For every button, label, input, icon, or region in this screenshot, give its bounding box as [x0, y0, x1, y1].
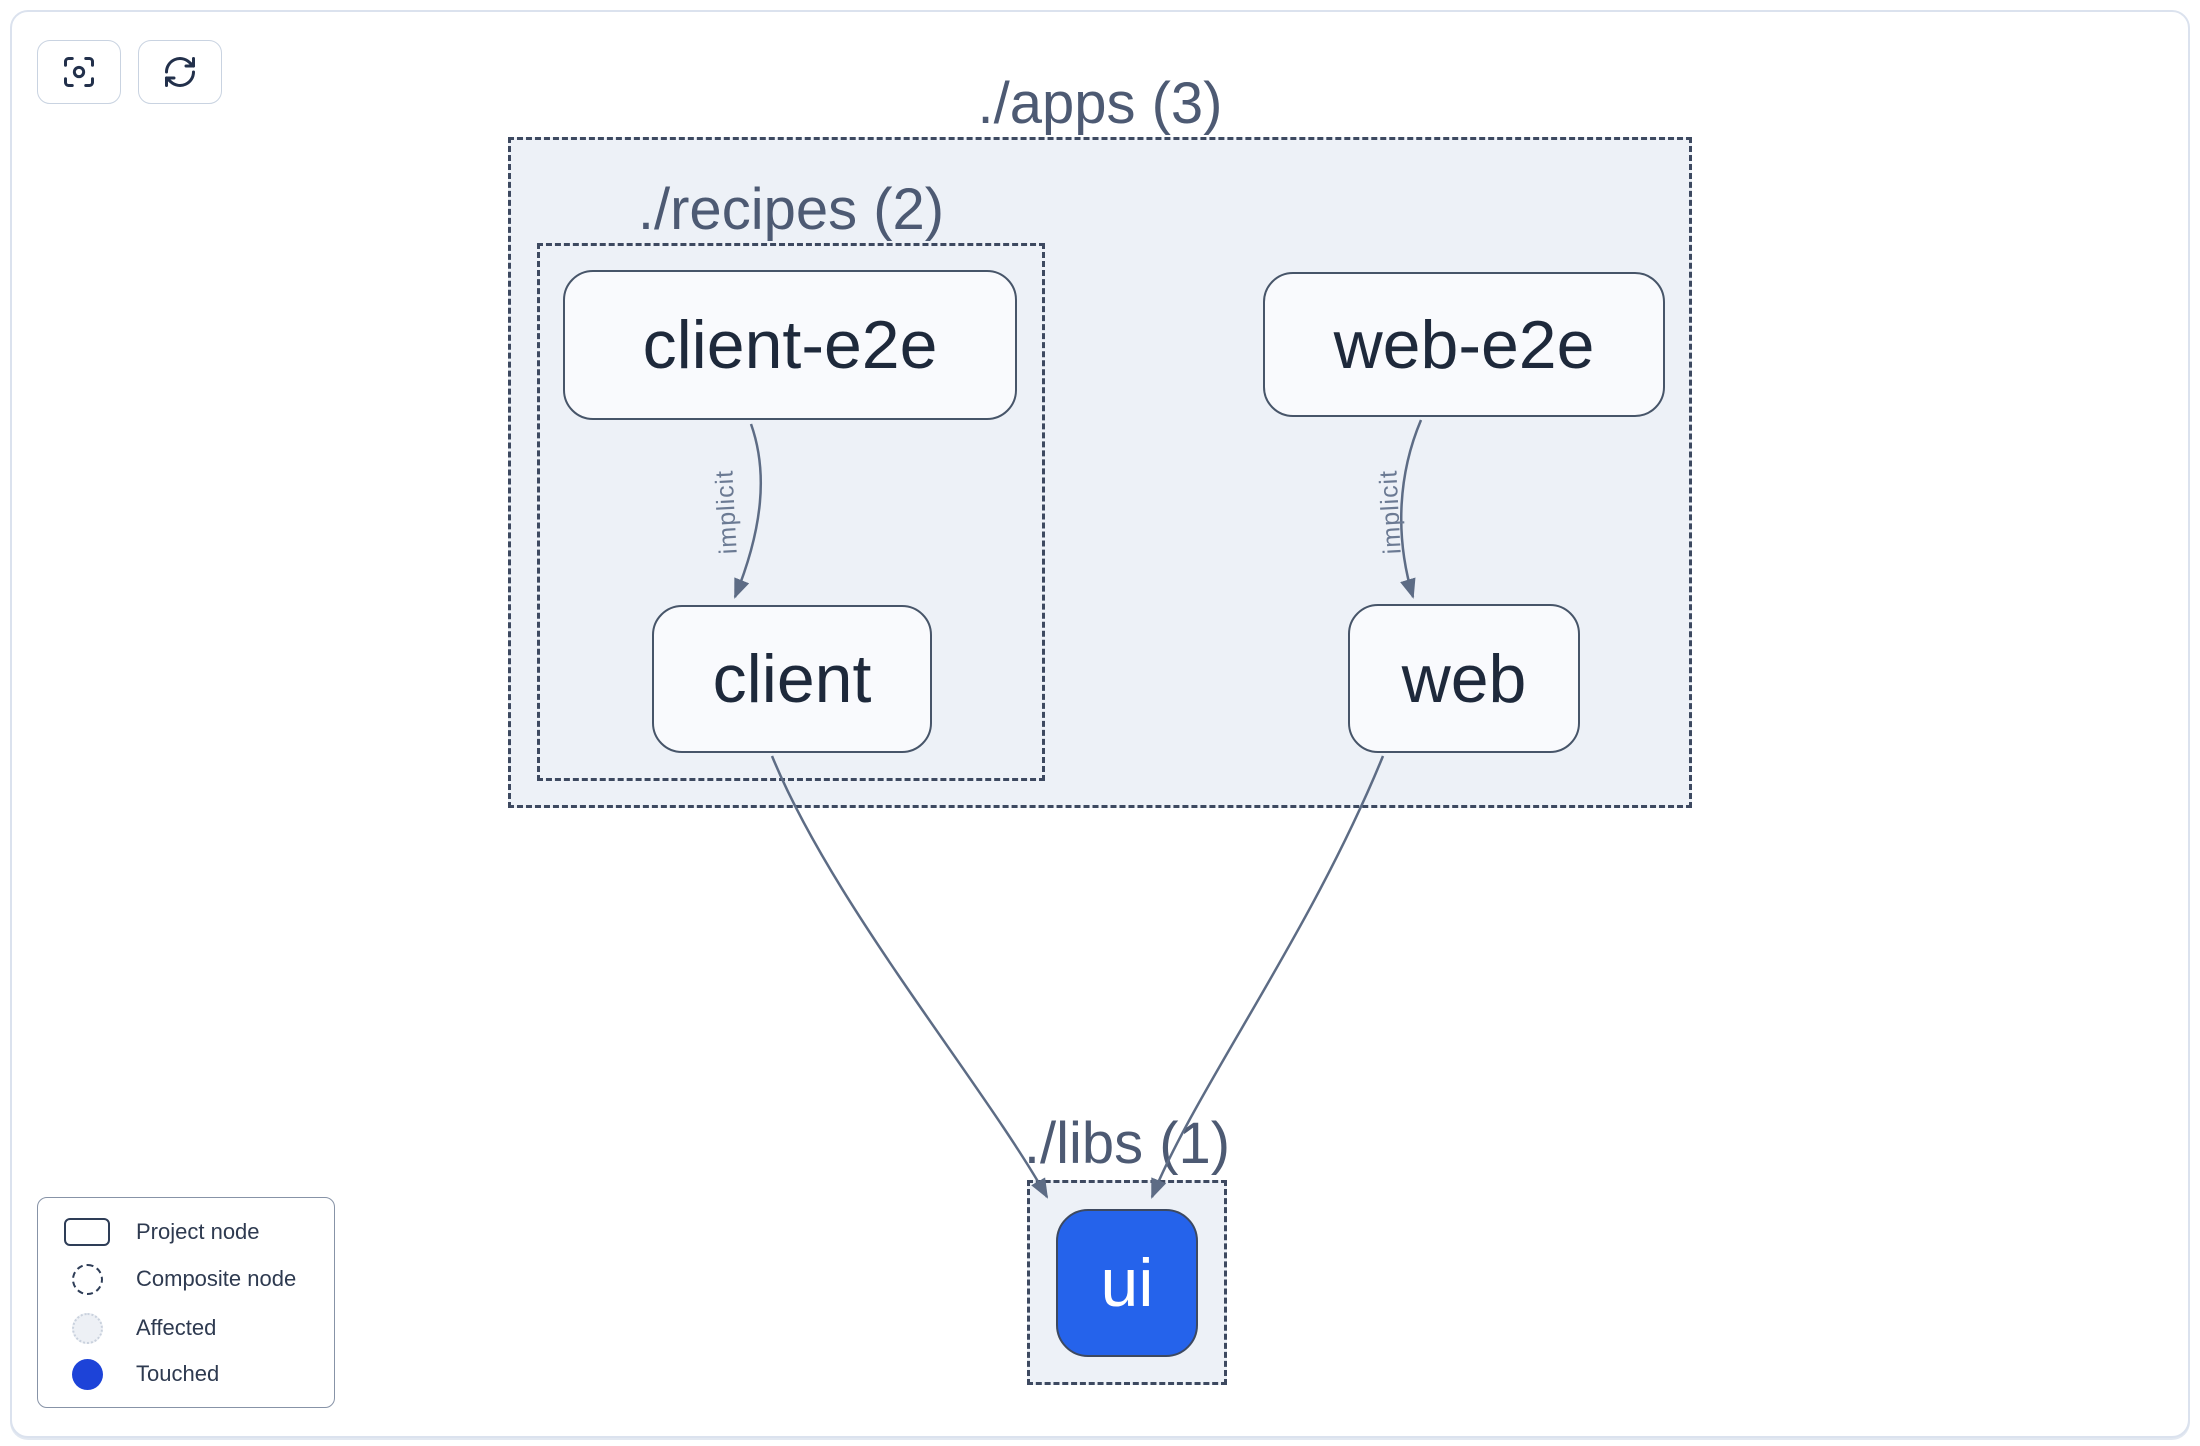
edge-client-e2e-to-client[interactable]: [733, 423, 763, 599]
focus-icon: [64, 57, 94, 87]
container-title-recipes[interactable]: ./recipes (2): [637, 177, 945, 242]
node-client[interactable]: client: [652, 605, 932, 753]
legend-label: Touched: [136, 1361, 220, 1386]
node-ui[interactable]: ui: [1056, 1209, 1198, 1357]
legend-panel: Project node Composite node Affected Tou…: [37, 1197, 335, 1408]
legend-item-project-node: Project node: [38, 1212, 334, 1252]
legend-item-touched: Touched: [38, 1354, 334, 1394]
container-title-libs[interactable]: ./libs (1): [1023, 1111, 1231, 1176]
refresh-button[interactable]: [138, 40, 222, 104]
project-node-swatch: [64, 1218, 110, 1246]
refresh-icon: [165, 57, 195, 87]
legend-label: Project node: [136, 1219, 260, 1244]
legend-item-affected: Affected: [38, 1308, 334, 1348]
container-title-apps[interactable]: ./apps (3): [977, 71, 1223, 136]
legend-item-composite-node: Composite node: [38, 1259, 334, 1299]
affected-swatch: [71, 1312, 103, 1344]
legend-label: Affected: [136, 1315, 217, 1340]
node-web-e2e[interactable]: web-e2e: [1263, 272, 1665, 417]
touched-swatch: [71, 1358, 103, 1390]
legend-label: Composite node: [136, 1266, 297, 1291]
node-web[interactable]: web: [1348, 604, 1580, 753]
focus-button[interactable]: [37, 40, 121, 104]
edge-web-to-ui[interactable]: [1150, 755, 1385, 1199]
edge-web-e2e-to-web[interactable]: [1399, 419, 1423, 599]
edge-client-to-ui[interactable]: [770, 755, 1049, 1199]
composite-node-swatch: [71, 1263, 103, 1295]
node-client-e2e[interactable]: client-e2e: [563, 270, 1017, 420]
